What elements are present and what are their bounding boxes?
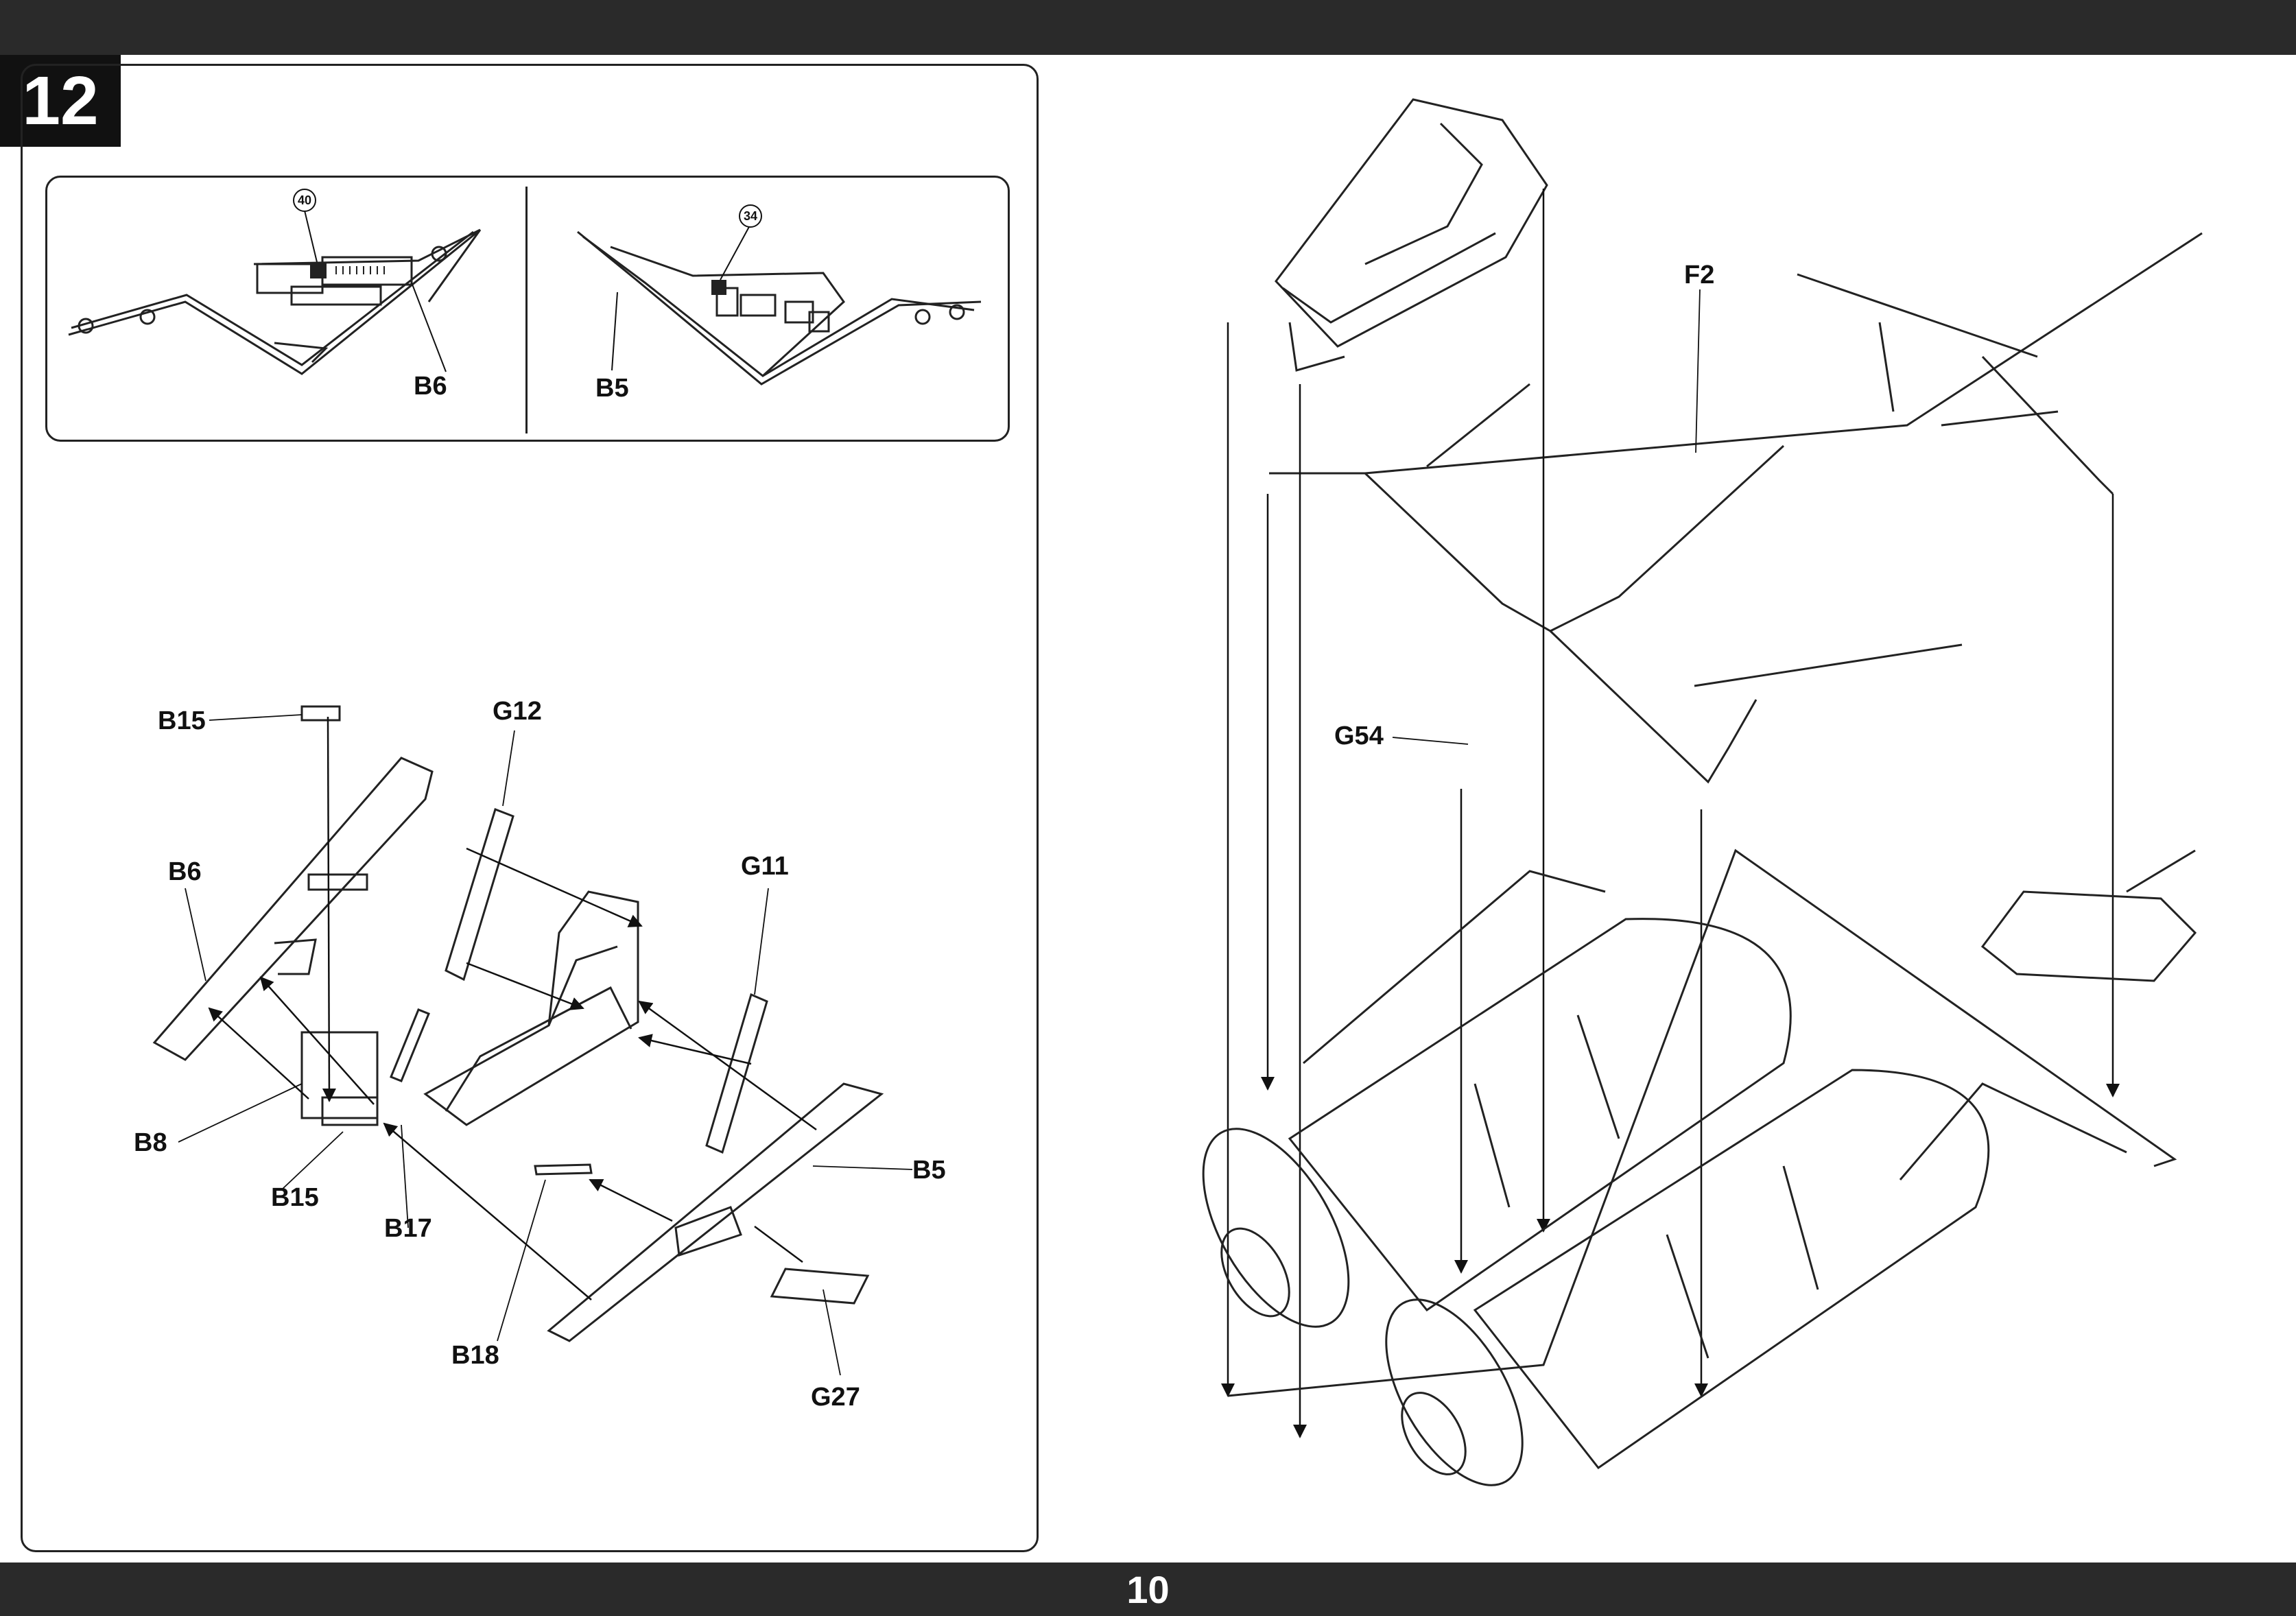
b5-detail-leader bbox=[611, 292, 618, 371]
subassembly-detail-frame bbox=[45, 176, 1010, 442]
label-b6-detail: B6 bbox=[414, 372, 447, 401]
frame-b6-detail bbox=[68, 228, 931, 375]
panel-ticks-detail bbox=[335, 266, 385, 274]
engine-right bbox=[1385, 1069, 1990, 1486]
upper-frame-f2 bbox=[1269, 232, 2203, 784]
label-b17: B17 bbox=[384, 1214, 432, 1243]
label-b5: B5 bbox=[912, 1156, 946, 1185]
frame-b5-detail bbox=[577, 230, 982, 385]
callout-34-leader bbox=[720, 224, 751, 281]
side-panel-b6 bbox=[152, 757, 434, 1061]
seat-arrows bbox=[208, 716, 817, 1300]
parts-g12-g11 bbox=[445, 808, 768, 1154]
label-f2: F2 bbox=[1684, 261, 1715, 289]
lower-frame-main bbox=[1227, 848, 2197, 1397]
label-b15-bottom: B15 bbox=[271, 1183, 319, 1212]
label-g11: G11 bbox=[741, 852, 789, 881]
b6-detail-leader bbox=[411, 282, 447, 372]
decal-callout-40: 40 bbox=[293, 189, 316, 212]
label-b18: B18 bbox=[451, 1341, 499, 1370]
step-frame bbox=[21, 64, 1039, 1552]
label-g12: G12 bbox=[493, 697, 542, 726]
seat-leaders bbox=[178, 714, 913, 1376]
side-panel-b5 bbox=[534, 1082, 884, 1342]
label-b6: B6 bbox=[168, 857, 202, 886]
engine-left bbox=[1202, 918, 1792, 1328]
page-number: 10 bbox=[1126, 1567, 1170, 1611]
main-leaders bbox=[1392, 289, 1701, 745]
callout-40-leader bbox=[304, 210, 318, 263]
label-b15-top: B15 bbox=[158, 706, 206, 735]
seat-bucket bbox=[423, 890, 639, 1126]
main-arrows bbox=[1221, 189, 2120, 1438]
bottom-border-bar bbox=[0, 1562, 2296, 1616]
decal-34-square bbox=[711, 280, 726, 295]
label-b5-detail: B5 bbox=[595, 374, 629, 403]
label-g54: G54 bbox=[1334, 722, 1384, 750]
label-g27: G27 bbox=[811, 1383, 860, 1412]
step-number-badge: 12 bbox=[0, 55, 121, 147]
decal-callout-34: 34 bbox=[739, 204, 762, 228]
decal-40-square bbox=[310, 262, 327, 278]
cockpit-seat-main bbox=[1275, 98, 1548, 372]
subassembly-divider bbox=[525, 187, 528, 433]
label-b8: B8 bbox=[134, 1128, 167, 1157]
top-border-bar bbox=[0, 0, 2296, 55]
bracket-parts-b8-b15-b17 bbox=[300, 705, 430, 1126]
